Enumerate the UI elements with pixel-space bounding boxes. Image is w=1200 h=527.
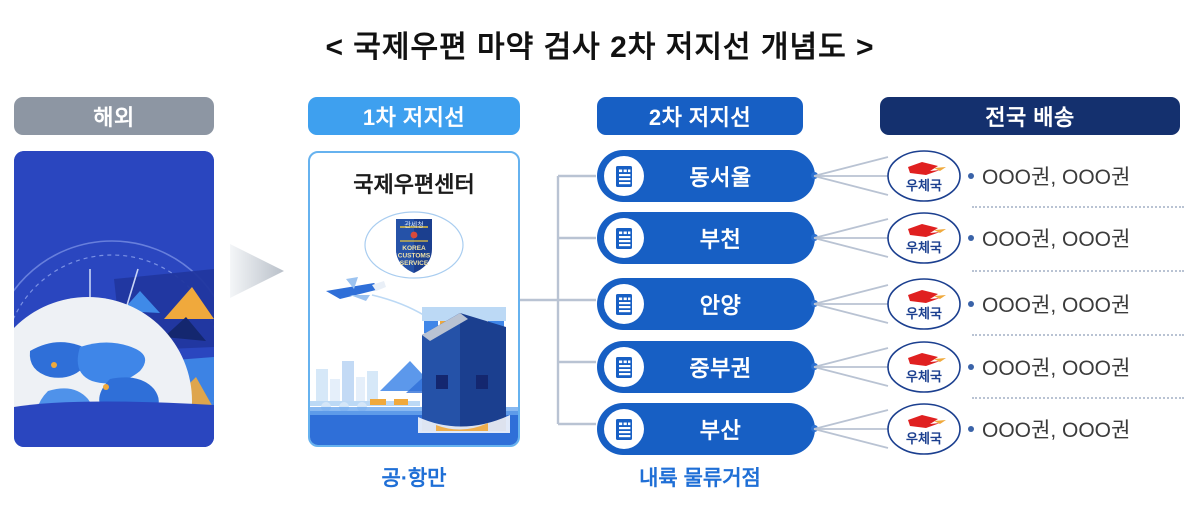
korea-post-icon: 우체국 (887, 341, 961, 393)
hub-pill-5[interactable]: 부산 (597, 403, 815, 455)
korea-post-label: 우체국 (906, 306, 942, 321)
overseas-card (14, 151, 214, 447)
column-header-overseas: 해외 (14, 97, 214, 135)
hub-pill-5-label: 부산 (699, 418, 742, 443)
korea-post-label: 우체국 (906, 240, 942, 255)
right-arrow-icon (230, 244, 284, 298)
delivery-row-4-text: OOO권, OOO권 (982, 357, 1131, 380)
korea-post-icon: 우체국 (887, 150, 961, 202)
delivery-row-2-text: OOO권, OOO권 (982, 228, 1131, 251)
airplane-ship-port-icon (310, 277, 518, 445)
hub-pill-2[interactable]: 부천 (597, 212, 815, 264)
column-header-line2: 2차 저지선 (597, 97, 803, 135)
delivery-separator-4 (972, 397, 1184, 400)
delivery-row-5-text: OOO권, OOO권 (982, 419, 1131, 442)
emblem-line4: SERVICE (400, 260, 429, 267)
hub-pill-3-label: 안양 (699, 293, 742, 318)
delivery-row-5: OOO권, OOO권 (968, 414, 1190, 444)
bullet-icon (968, 364, 974, 370)
delivery-separator-1 (972, 206, 1184, 209)
delivery-separator-3 (972, 334, 1184, 337)
hub-pill-1[interactable]: 동서울 (597, 150, 815, 202)
delivery-row-1-text: OOO권, OOO권 (982, 166, 1131, 189)
delivery-fan-connector-3 (813, 284, 889, 324)
korea-post-icon: 우체국 (887, 212, 961, 264)
hub-pill-2-label: 부천 (699, 227, 742, 252)
delivery-fan-connector-4 (813, 347, 889, 387)
korea-post-icon: 우체국 (887, 278, 961, 330)
korea-post-label: 우체국 (906, 178, 942, 193)
delivery-row-4: OOO권, OOO권 (968, 352, 1190, 382)
delivery-row-3-text: OOO권, OOO권 (982, 294, 1131, 317)
building-icon (604, 156, 644, 196)
bullet-icon (968, 426, 974, 432)
building-icon (604, 347, 644, 387)
bullet-icon (968, 235, 974, 241)
cargo-ship-icon (418, 313, 510, 433)
building-icon (604, 409, 644, 449)
korea-post-label: 우체국 (906, 431, 942, 446)
airplane-icon (326, 277, 386, 301)
city-skyline-icon (316, 361, 378, 403)
hub-pill-4[interactable]: 중부권 (597, 341, 815, 393)
bullet-icon (968, 301, 974, 307)
korea-post-icon: 우체국 (887, 403, 961, 455)
building-icon (604, 218, 644, 258)
hub-branch-connector (520, 174, 596, 426)
column-header-line2-label: 2차 저지선 (648, 105, 752, 130)
delivery-separator-2 (972, 270, 1184, 273)
center-card-title: 국제우편센터 (353, 172, 475, 197)
emblem-line1: 관세청 (404, 220, 423, 229)
column-header-delivery-label: 전국 배송 (985, 105, 1075, 130)
globe-icon (14, 151, 214, 447)
caption-inland-hub: 내륙 물류거점 (639, 467, 761, 490)
korea-customs-shield-icon: 관세청 KOREA CUSTOMS SERVICE (364, 211, 464, 279)
emblem-line3: CUSTOMS (398, 253, 431, 260)
column-header-line1-label: 1차 저지선 (362, 105, 466, 130)
hub-pill-1-label: 동서울 (689, 165, 752, 190)
emblem-line2: KOREA (402, 245, 426, 252)
international-post-center-card: 국제우편센터 관세청 KOREA CUSTOMS SERVICE (308, 151, 520, 447)
page-title: < 국제우편 마약 검사 2차 저지선 개념도 > (325, 31, 875, 64)
bullet-icon (968, 173, 974, 179)
column-header-overseas-label: 해외 (93, 105, 135, 130)
building-icon (604, 284, 644, 324)
column-header-line1: 1차 저지선 (308, 97, 520, 135)
column-header-delivery: 전국 배송 (880, 97, 1180, 135)
delivery-row-1: OOO권, OOO권 (968, 161, 1190, 191)
delivery-row-3: OOO권, OOO권 (968, 289, 1190, 319)
delivery-fan-connector-1 (813, 156, 889, 196)
delivery-row-2: OOO권, OOO권 (968, 223, 1190, 253)
korea-post-label: 우체국 (906, 369, 942, 384)
caption-airport-port: 공·항만 (381, 467, 447, 490)
hub-pill-4-label: 중부권 (689, 356, 752, 381)
hub-pill-3[interactable]: 안양 (597, 278, 815, 330)
delivery-fan-connector-2 (813, 218, 889, 258)
delivery-fan-connector-5 (813, 409, 889, 449)
